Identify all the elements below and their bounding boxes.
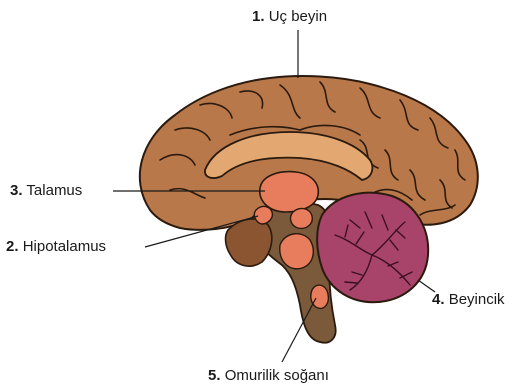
pons: [280, 234, 313, 269]
label-hipotalamus-number: 2.: [6, 238, 19, 255]
label-omurilik-number: 5.: [208, 367, 221, 384]
label-omurilik-text: Omurilik soğanı: [225, 367, 329, 384]
midbrain: [226, 219, 272, 266]
label-talamus-text: Talamus: [26, 182, 82, 199]
label-hipotalamus: 2. Hipotalamus: [6, 238, 106, 256]
label-talamus-number: 3.: [10, 182, 23, 199]
label-uc-beyin-text: Uç beyin: [269, 8, 327, 25]
cerebellum: [317, 193, 428, 302]
hypothalamus: [254, 206, 272, 224]
label-beyincik: 4. Beyincik: [432, 291, 505, 309]
thalamus: [260, 172, 319, 212]
label-beyincik-text: Beyincik: [449, 291, 505, 308]
label-hipotalamus-text: Hipotalamus: [23, 238, 106, 255]
label-uc-beyin: 1. Uç beyin: [252, 8, 327, 26]
medulla: [311, 285, 329, 308]
pituitary: [291, 209, 313, 229]
label-uc-beyin-number: 1.: [252, 8, 265, 25]
label-omurilik-sogani: 5. Omurilik soğanı: [208, 367, 329, 385]
label-beyincik-number: 4.: [432, 291, 445, 308]
label-talamus: 3. Talamus: [10, 182, 82, 200]
